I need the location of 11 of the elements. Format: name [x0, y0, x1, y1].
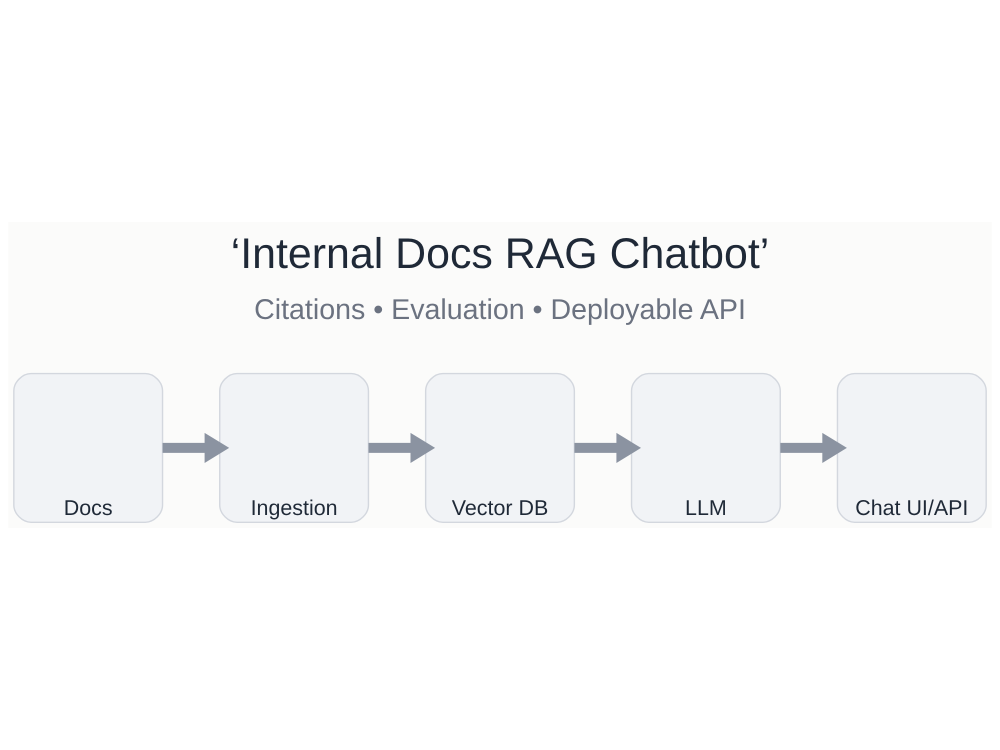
node-box: Docs — [13, 372, 164, 523]
node-box: Chat UI/API — [836, 372, 987, 523]
diagram-title: ‘Internal Docs RAG Chatbot’ — [230, 230, 770, 278]
node-box: Ingestion — [219, 372, 370, 523]
node-box: LLM — [630, 372, 781, 523]
label: Citations • Evaluation • Deployable API — [254, 294, 746, 326]
arrow — [368, 432, 436, 463]
arrow — [574, 432, 641, 463]
node-box: Vector DB — [424, 372, 576, 523]
arrow — [162, 432, 230, 463]
arrow — [780, 432, 847, 463]
